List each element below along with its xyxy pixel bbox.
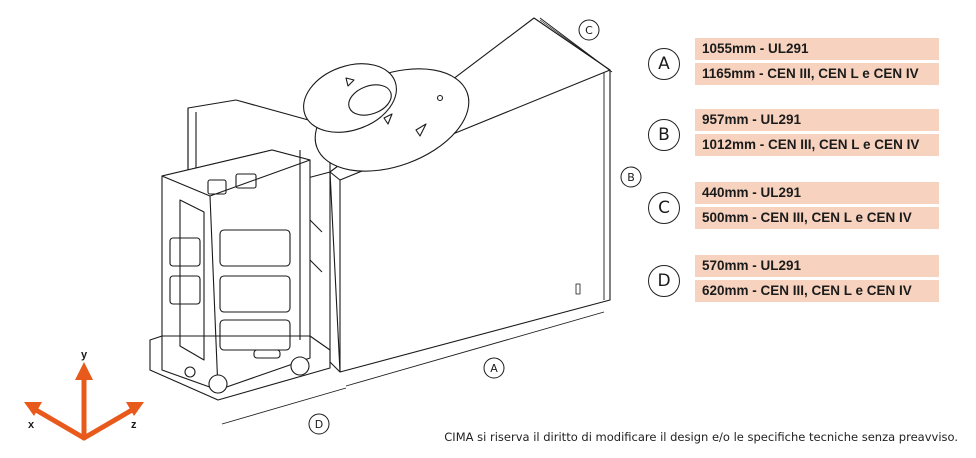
- spec-row: 1165mm - CEN III, CEN L e CEN IV: [695, 63, 939, 85]
- svg-text:A: A: [490, 362, 498, 375]
- axis-y-label: y: [81, 349, 88, 361]
- axis-x-label: x: [28, 419, 35, 431]
- cash-drum: [303, 63, 470, 172]
- orientation-axes: y x z: [24, 349, 144, 441]
- spec-row: 500mm - CEN III, CEN L e CEN IV: [695, 207, 939, 229]
- disclaimer-text: CIMA si riserva il diritto di modificare…: [444, 430, 958, 444]
- front-rack: [149, 149, 331, 401]
- axis-z-label: z: [131, 419, 137, 431]
- spec-row: 620mm - CEN III, CEN L e CEN IV: [695, 280, 939, 302]
- dimension-label-c: C: [578, 19, 600, 41]
- svg-text:C: C: [585, 24, 593, 37]
- spec-badge: B: [648, 119, 680, 151]
- spec-badge: C: [648, 192, 680, 224]
- dimension-label-a: A: [483, 357, 505, 379]
- dimension-label-d: D: [308, 413, 330, 435]
- dimension-lines: [221, 17, 613, 425]
- spec-badge: D: [648, 265, 680, 297]
- spec-badge: A: [648, 48, 680, 80]
- spec-row: 1055mm - UL291: [695, 38, 939, 60]
- dimension-label-b: B: [620, 166, 642, 188]
- svg-text:B: B: [627, 171, 635, 184]
- spec-row: 1012mm - CEN III, CEN L e CEN IV: [695, 134, 939, 156]
- svg-text:D: D: [315, 418, 323, 431]
- spec-row: 957mm - UL291: [695, 109, 939, 131]
- spec-row: 570mm - UL291: [695, 255, 939, 277]
- spec-row: 440mm - UL291: [695, 182, 939, 204]
